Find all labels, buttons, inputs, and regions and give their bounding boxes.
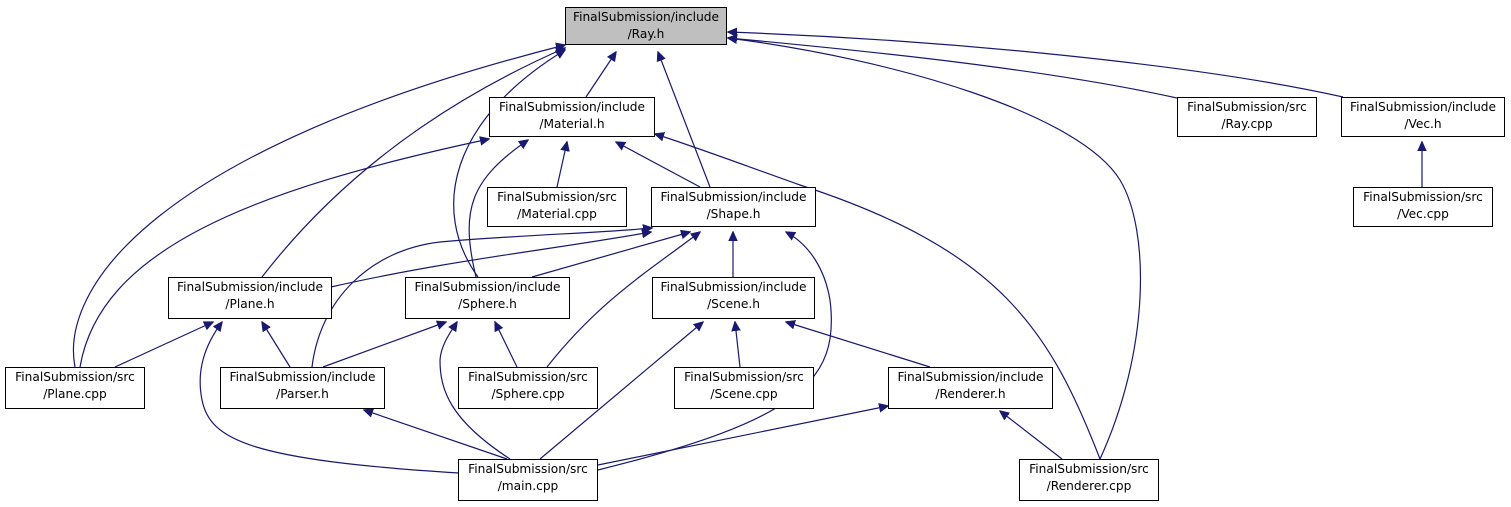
edge-renderer-h-to-scene-h [786,322,931,368]
node-vec-cpp[interactable]: FinalSubmission/src /Vec.cpp [1353,187,1493,227]
node-material-h-line2: /Material.h [539,117,605,131]
node-scene-cpp-line2: /Scene.cpp [710,387,778,401]
node-ray-cpp-line1: FinalSubmission/src [1187,100,1307,114]
edge-renderer-cpp-to-ray-h [728,38,1142,460]
edge-plane-h-to-ray-h [261,48,565,278]
node-vec-cpp-line2: /Vec.cpp [1397,207,1449,221]
node-vec-h-line1: FinalSubmission/include [1349,100,1497,114]
node-vec-h-line2: /Vec.h [1404,117,1442,131]
node-ray-cpp-line2: /Ray.cpp [1221,117,1273,131]
node-scene-h-line2: /Scene.h [707,297,760,311]
node-parser-h-line1: FinalSubmission/include [229,370,376,384]
node-shape-h-line2: /Shape.h [706,207,761,221]
node-material-h[interactable]: FinalSubmission/include /Material.h [489,97,655,137]
node-plane-cpp[interactable]: FinalSubmission/src /Plane.cpp [5,367,145,409]
edge-plane-cpp-to-plane-h [114,322,213,368]
edge-sphere-h-to-material-h [468,140,528,278]
node-plane-cpp-line2: /Plane.cpp [43,387,107,401]
node-scene-cpp-line1: FinalSubmission/src [684,370,804,384]
node-sphere-cpp-line2: /Sphere.cpp [491,387,565,401]
node-vec-cpp-line1: FinalSubmission/src [1363,190,1483,204]
edge-renderer-cpp-to-material-h [655,134,1101,460]
edge-main-cpp-to-shape-h [597,232,832,471]
edge-main-cpp-to-plane-h [199,322,460,474]
node-material-cpp-line1: FinalSubmission/src [497,190,617,204]
node-renderer-cpp-line1: FinalSubmission/src [1029,462,1149,476]
edge-main-cpp-to-sphere-h [439,322,511,460]
edge-sphere-cpp-to-shape-h [546,232,700,368]
node-ray-cpp[interactable]: FinalSubmission/src /Ray.cpp [1177,97,1317,137]
node-main-cpp-line2: /main.cpp [497,479,559,493]
edge-plane-cpp-to-ray-h [72,45,565,368]
edge-scene-cpp-to-scene-h [735,322,740,368]
node-material-cpp-line2: /Material.cpp [517,207,597,221]
node-renderer-cpp[interactable]: FinalSubmission/src /Renderer.cpp [1019,459,1159,501]
edge-parser-h-to-sphere-h [322,322,446,368]
node-vec-h[interactable]: FinalSubmission/include /Vec.h [1341,97,1505,137]
node-renderer-h-line1: FinalSubmission/include [897,370,1044,384]
node-plane-h-line1: FinalSubmission/include [176,280,324,294]
edge-parser-h-to-plane-h [262,322,291,368]
node-scene-cpp[interactable]: FinalSubmission/src /Scene.cpp [674,367,814,409]
edge-ray-cpp-to-ray-h [728,38,1178,99]
node-parser-h-line2: /Parser.h [276,387,329,401]
node-scene-h-line1: FinalSubmission/include [660,280,807,294]
node-scene-h[interactable]: FinalSubmission/include /Scene.h [652,277,815,319]
edge-plane-cpp-to-material-h [79,139,489,368]
edge-vec-h-to-ray-h [728,32,1344,98]
edge-main-cpp-to-renderer-h [597,406,888,466]
node-ray-h-line2: /Ray.h [627,27,665,41]
edge-plane-h-to-shape-h [330,232,651,288]
dependency-edges [72,32,1422,474]
node-material-cpp[interactable]: FinalSubmission/src /Material.cpp [487,187,627,227]
node-ray-h: FinalSubmission/include /Ray.h [565,7,727,45]
node-sphere-cpp[interactable]: FinalSubmission/src /Sphere.cpp [458,367,598,409]
node-plane-h[interactable]: FinalSubmission/include /Plane.h [168,277,332,319]
edge-sphere-cpp-to-sphere-h [495,322,518,368]
node-renderer-cpp-line2: /Renderer.cpp [1046,479,1132,493]
node-parser-h[interactable]: FinalSubmission/include /Parser.h [220,367,385,409]
node-plane-h-line2: /Plane.h [225,297,275,311]
node-shape-h[interactable]: FinalSubmission/include /Shape.h [651,187,816,227]
node-plane-cpp-line1: FinalSubmission/src [15,370,135,384]
node-shape-h-line1: FinalSubmission/include [660,190,807,204]
node-sphere-h-line2: /Sphere.h [458,297,517,311]
edge-shape-h-to-material-h [616,142,701,188]
edge-material-h-to-ray-h [585,52,616,98]
node-main-cpp-line1: FinalSubmission/src [468,462,588,476]
edge-shape-h-to-ray-h [658,52,711,188]
node-sphere-h-line1: FinalSubmission/include [414,280,561,294]
node-material-h-line1: FinalSubmission/include [498,100,646,114]
edge-sphere-h-to-ray-h [453,50,565,278]
node-sphere-cpp-line1: FinalSubmission/src [468,370,588,384]
node-renderer-h[interactable]: FinalSubmission/include /Renderer.h [888,367,1053,409]
edge-main-cpp-to-parser-h [364,410,508,460]
edge-material-cpp-to-material-h [556,142,567,188]
edge-sphere-h-to-shape-h [531,232,690,278]
node-renderer-h-line2: /Renderer.h [935,387,1006,401]
edge-renderer-cpp-to-renderer-h [1000,411,1063,460]
edge-main-cpp-to-scene-h [539,322,703,460]
node-ray-h-line1: FinalSubmission/include [572,10,720,24]
node-main-cpp[interactable]: FinalSubmission/src /main.cpp [458,459,598,501]
node-sphere-h[interactable]: FinalSubmission/include /Sphere.h [405,277,570,319]
